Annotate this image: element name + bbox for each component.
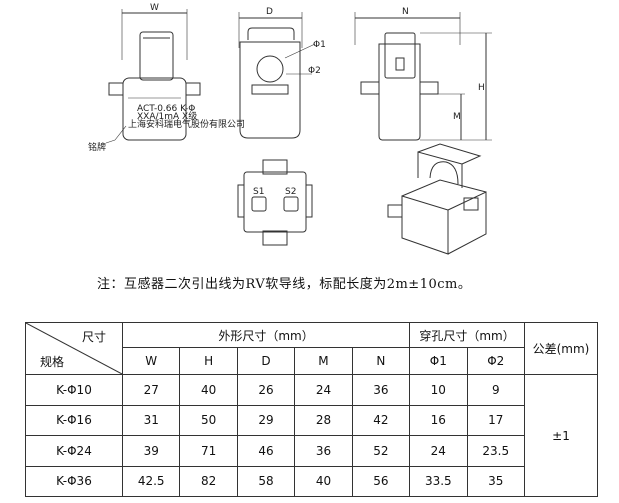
value-cell: 42.5 [121, 465, 181, 497]
value-cell: 35 [466, 465, 526, 497]
dim-label-phi2: Φ2 [308, 66, 321, 76]
header-tolerance: 公差(mm) [524, 322, 598, 375]
value-cell: 58 [236, 465, 296, 497]
value-cell: 50 [179, 404, 238, 436]
nameplate-line-1: ACT-0.66 K-Φ [137, 104, 195, 114]
value-cell: 31 [121, 404, 181, 436]
dimension-table: 尺寸 规格 外形尺寸（mm） 穿孔尺寸（mm） 公差(mm) W H D M N… [25, 322, 598, 497]
value-cell: 36 [294, 435, 353, 467]
value-cell: 23.5 [466, 435, 526, 467]
side-view [238, 12, 316, 139]
bottom-view [237, 159, 313, 246]
value-cell: 26 [236, 374, 296, 406]
value-cell: 24 [409, 435, 468, 467]
dim-label-phi1: Φ1 [313, 40, 326, 50]
terminal-label-s2: S2 [285, 187, 296, 197]
column-header: Φ1 [409, 347, 468, 375]
table-corner-cell: 尺寸 规格 [25, 322, 123, 375]
model-cell: K-Φ24 [25, 435, 123, 467]
value-cell: 46 [236, 435, 296, 467]
value-cell: 17 [466, 404, 526, 436]
technical-drawing: W D N Φ1 Φ2 M H S1 S2 铭牌 ACT-0.66 K-Φ XX… [88, 3, 492, 255]
value-cell: 29 [236, 404, 296, 436]
nameplate-line-2: XXA/1mA X级 [137, 110, 197, 122]
tolerance-cell: ±1 [524, 374, 598, 497]
value-cell: 16 [409, 404, 468, 436]
column-header: M [294, 347, 353, 375]
model-cell: K-Φ16 [25, 404, 123, 436]
value-cell: 10 [409, 374, 468, 406]
value-cell: 52 [351, 435, 411, 467]
column-header: D [236, 347, 296, 375]
table-row: K-Φ24 39 71 46 36 52 24 23.5 [25, 435, 598, 467]
value-cell: 42 [351, 404, 411, 436]
dim-label-d: D [266, 7, 273, 17]
model-cell: K-Φ36 [25, 465, 123, 497]
value-cell: 27 [121, 374, 181, 406]
terminal-label-s1: S1 [253, 187, 264, 197]
value-cell: 56 [351, 465, 411, 497]
right-view [354, 12, 492, 141]
value-cell: 9 [466, 374, 526, 406]
dim-label-w: W [150, 3, 159, 13]
header-hole-dimensions: 穿孔尺寸（mm） [409, 322, 525, 348]
column-header: H [179, 347, 238, 375]
value-cell: 28 [294, 404, 353, 436]
value-cell: 33.5 [409, 465, 468, 497]
column-header: W [121, 347, 181, 375]
value-cell: 40 [294, 465, 353, 497]
dim-label-h: H [478, 83, 485, 93]
value-cell: 24 [294, 374, 353, 406]
table-row: K-Φ10 27 40 26 24 36 10 9 ±1 [25, 374, 598, 497]
wiring-note: 注：互感器二次引出线为RV软导线，标配长度为2m±10cm。 [97, 277, 472, 292]
nameplate-callout: 铭牌 [88, 141, 106, 153]
value-cell: 71 [179, 435, 238, 467]
column-header: N [351, 347, 411, 375]
dim-label-m: M [453, 112, 461, 122]
corner-size-label: 尺寸 [81, 330, 106, 344]
table-row: K-Φ36 42.5 82 58 40 56 33.5 35 [25, 465, 598, 497]
value-cell: 39 [121, 435, 181, 467]
nameplate-line-3: 上海安科瑞电气股份有限公司 [128, 118, 245, 130]
corner-model-label: 规格 [40, 355, 65, 369]
table-row: K-Φ16 31 50 29 28 42 16 17 [25, 404, 598, 436]
value-cell: 82 [179, 465, 238, 497]
header-outer-dimensions: 外形尺寸（mm） [121, 322, 411, 348]
dim-label-n: N [402, 7, 409, 17]
value-cell: 36 [351, 374, 411, 406]
model-cell: K-Φ10 [25, 374, 123, 406]
column-header: Φ2 [466, 347, 526, 375]
value-cell: 40 [179, 374, 238, 406]
front-view [105, 9, 201, 144]
isometric-view [387, 143, 487, 255]
